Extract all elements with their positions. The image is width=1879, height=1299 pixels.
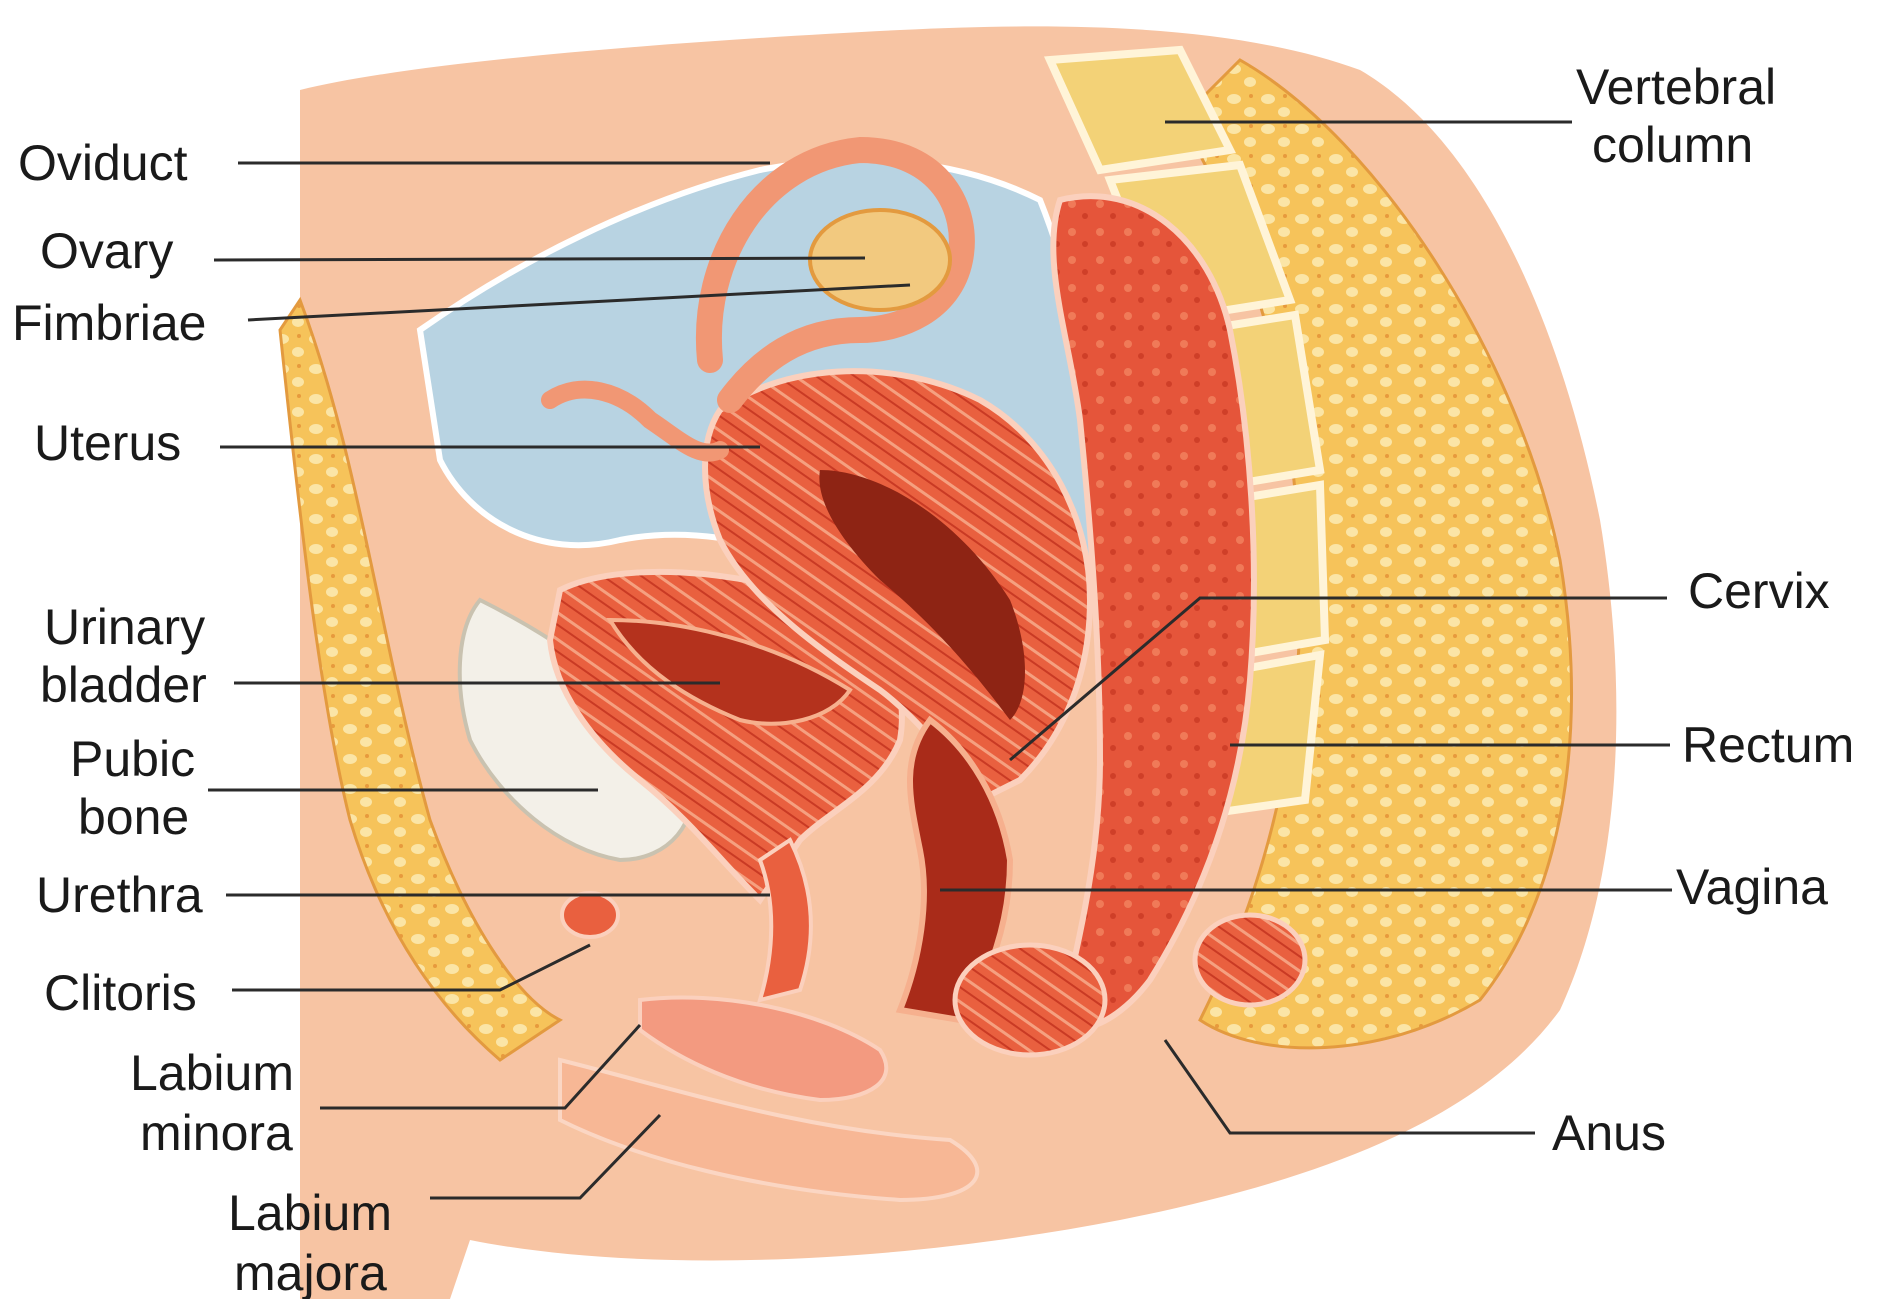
label-urinary-bladder-line1: Urinary xyxy=(44,599,205,655)
label-oviduct: Oviduct xyxy=(18,135,188,191)
label-ovary: Ovary xyxy=(40,223,173,279)
label-urinary-bladder-line2: bladder xyxy=(40,657,207,713)
label-clitoris: Clitoris xyxy=(44,965,197,1021)
label-anus: Anus xyxy=(1552,1105,1666,1161)
ovary xyxy=(810,210,950,310)
label-pubic-bone-line2: bone xyxy=(78,789,189,845)
label-labium-minora-line2: minora xyxy=(140,1105,293,1161)
label-uterus: Uterus xyxy=(34,415,181,471)
label-vertebral-column-line2: column xyxy=(1592,117,1753,173)
label-labium-majora-line2: majora xyxy=(234,1245,387,1299)
anal-sphincter xyxy=(1195,915,1305,1005)
label-vertebral-column-line1: Vertebral xyxy=(1576,59,1776,115)
label-labium-majora-line1: Labium xyxy=(228,1185,392,1241)
leader-ovary xyxy=(214,258,865,260)
label-fimbriae: Fimbriae xyxy=(12,295,206,351)
label-cervix: Cervix xyxy=(1688,563,1830,619)
clitoris-shape xyxy=(562,893,618,937)
perineal-muscle xyxy=(955,945,1105,1055)
label-rectum: Rectum xyxy=(1682,717,1854,773)
label-vagina: Vagina xyxy=(1676,859,1828,915)
label-labium-minora-line1: Labium xyxy=(130,1045,294,1101)
label-urethra: Urethra xyxy=(36,867,203,923)
label-pubic-bone-line1: Pubic xyxy=(70,731,195,787)
